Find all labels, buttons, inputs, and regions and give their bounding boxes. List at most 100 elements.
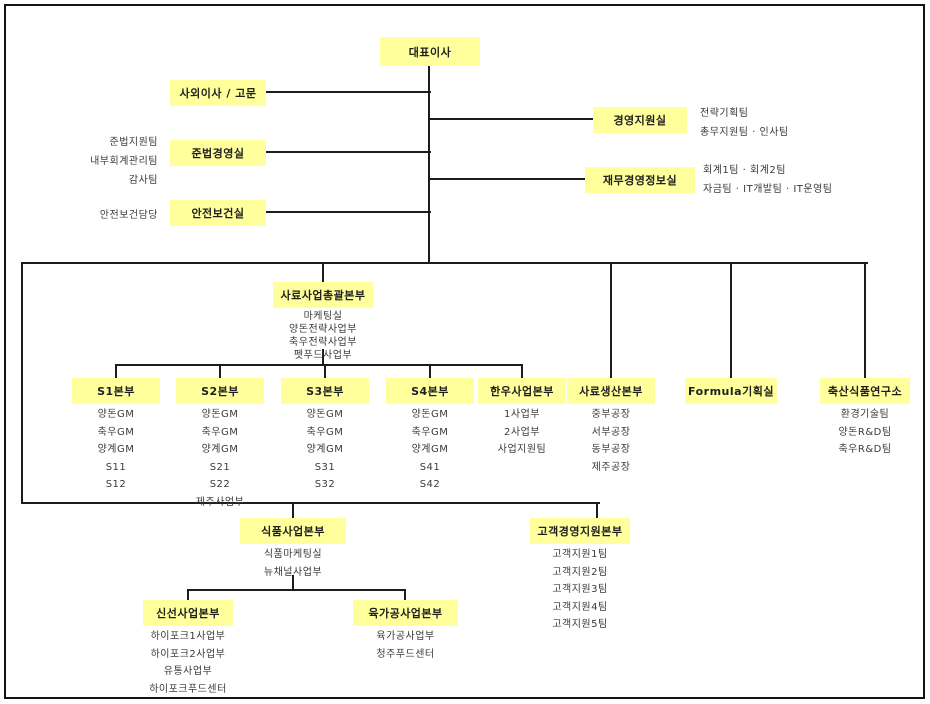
org-box-label: S1본부	[97, 385, 135, 398]
org-sub-item: 양돈GM	[201, 409, 239, 420]
org-annotation-line: 감사팀	[128, 175, 158, 186]
org-annotation-safety-health-office: 안전보건담당	[0, 206, 158, 225]
connector-line	[322, 262, 324, 283]
org-box-label: 경영지원실	[613, 114, 667, 127]
org-box-food-business-hq: 식품사업본부	[240, 518, 346, 544]
connector-line	[265, 151, 431, 153]
org-sub-item: 환경기술팀	[840, 409, 890, 420]
connector-line	[292, 502, 294, 519]
org-box-formula-planning-office: Formula기획실	[685, 378, 777, 404]
org-sub-item: 제주공장	[591, 461, 631, 473]
org-sub-item: 양돈GM	[306, 409, 344, 420]
org-sub-item: 동부공장	[591, 444, 631, 455]
org-box-ceo: 대표이사	[380, 37, 480, 66]
connector-line	[21, 502, 600, 504]
org-sub-item: 축우전략사업부	[289, 337, 357, 348]
org-sub-item: 2사업부	[504, 426, 540, 438]
connector-line	[292, 575, 294, 591]
org-sub-item: 유통사업부	[163, 666, 213, 677]
org-box-feed-business-hq: 사료사업총괄본부	[273, 282, 373, 308]
connector-line	[115, 364, 117, 379]
connector-line	[429, 364, 431, 379]
page-border	[4, 4, 925, 699]
org-annotation-line: 회계1팀 · 회계2팀	[703, 165, 786, 176]
org-sub-item: 양계GM	[201, 444, 239, 455]
org-sub-item: 고객지원2팀	[552, 566, 608, 578]
org-sub-item: 청주푸드센터	[376, 648, 435, 660]
org-annotation-line: 내부회계관리팀	[90, 156, 158, 167]
org-box-label: Formula기획실	[688, 385, 774, 398]
connector-line	[610, 262, 612, 379]
org-box-hanwoo-business-hq: 한우사업본부	[478, 378, 566, 404]
org-annotation-line: 전략기획팀	[700, 108, 749, 119]
org-box-safety-health-office: 안전보건실	[170, 200, 266, 226]
org-sub-item: S41	[419, 461, 441, 473]
org-box-mgmt-support-office: 경영지원실	[593, 107, 687, 133]
connector-line	[187, 589, 189, 601]
connector-line	[21, 262, 23, 504]
org-box-compliance-office: 준법경영실	[170, 140, 266, 166]
org-sub-item: 고객지원3팀	[552, 584, 608, 595]
org-sub-item: S21	[209, 461, 231, 473]
org-sub-item: 하이포크2사업부	[150, 648, 226, 660]
org-sub-item: 양계GM	[411, 444, 449, 455]
org-box-label: 사료생산본부	[579, 385, 643, 398]
connector-line	[265, 211, 431, 213]
connector-line	[730, 262, 732, 379]
org-sub-item: 하이포크1사업부	[150, 631, 226, 642]
connector-line	[219, 364, 221, 379]
org-sub-item: S22	[209, 479, 231, 490]
org-annotation-line: 총무지원팀 · 인사팀	[700, 127, 789, 138]
org-box-label: 사료사업총괄본부	[280, 289, 366, 302]
connector-line	[428, 65, 430, 264]
org-box-fresh-business-hq: 신선사업본부	[143, 600, 233, 626]
connector-line	[404, 589, 406, 601]
org-box-s4-hq: S4본부	[386, 378, 474, 404]
org-annotation-line: 안전보건담당	[99, 210, 158, 221]
org-box-label: 재무경영정보실	[602, 174, 678, 187]
org-annotation-line: 자금팀 · IT개발팀 · IT운영팀	[703, 184, 833, 195]
org-sub-item: S32	[314, 479, 336, 490]
org-sub-item: S11	[105, 461, 127, 473]
connector-line	[322, 349, 324, 366]
org-sub-item: 뉴채널사업부	[263, 566, 323, 578]
connector-line	[864, 262, 866, 379]
org-sub-item: 양계GM	[97, 444, 135, 455]
org-sub-item: 하이포크푸드센터	[149, 683, 227, 695]
org-sub-item: 서부공장	[591, 426, 631, 438]
org-sub-item: 육가공사업부	[376, 631, 435, 642]
org-sub-item: 축우GM	[97, 426, 135, 438]
org-sub-item: 고객지원4팀	[552, 601, 608, 613]
org-box-label: 준법경영실	[191, 147, 245, 160]
org-box-label: 사외이사 / 고문	[179, 87, 257, 100]
org-sub-item: 축우GM	[306, 426, 344, 438]
org-box-label: S2본부	[201, 385, 239, 398]
org-box-label: 육가공사업본부	[368, 607, 443, 620]
org-box-label: 식품사업본부	[261, 525, 325, 538]
org-sub-item: 식품마케팅실	[263, 549, 323, 560]
org-box-label: S4본부	[411, 385, 449, 398]
org-box-finance-mgmt-info-office: 재무경영정보실	[585, 167, 695, 193]
org-sub-item: S42	[419, 479, 441, 490]
org-sub-item: 1사업부	[504, 409, 540, 420]
org-sub-item: 고객지원5팀	[552, 619, 608, 630]
org-box-label: 축산식품연구소	[827, 385, 903, 398]
connector-line	[115, 364, 523, 366]
org-box-label: 한우사업본부	[490, 385, 554, 398]
org-box-s3-hq: S3본부	[281, 378, 369, 404]
connector-line	[265, 91, 431, 93]
org-sub-item: 양돈전략사업부	[289, 324, 357, 335]
org-sub-item: 양돈R&D팀	[838, 426, 892, 438]
org-sub-item: 펫푸드사업부	[293, 350, 353, 361]
connector-line	[429, 118, 594, 120]
